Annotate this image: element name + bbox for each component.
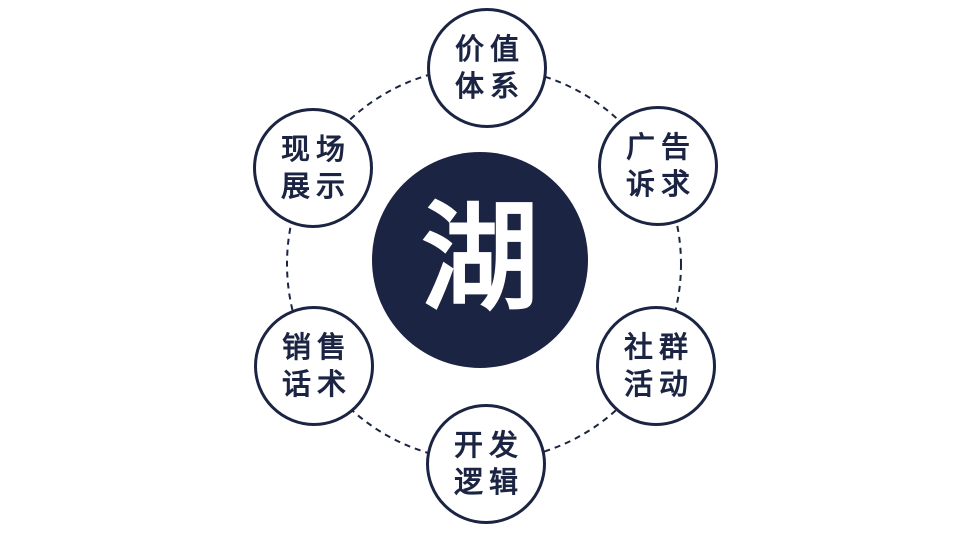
node-label-line: 销售 (281, 330, 352, 364)
node-ad-appeal: 广告 诉求 (598, 106, 718, 226)
node-label-line: 诉求 (625, 167, 696, 201)
node-value-system: 价值 体系 (427, 8, 547, 128)
node-label-line: 广告 (625, 130, 696, 164)
node-label-line: 活动 (623, 367, 694, 401)
node-label-line: 社群 (623, 330, 694, 364)
node-community-activity: 社群 活动 (596, 306, 716, 426)
node-label-line: 体系 (454, 69, 525, 103)
node-hub-lake: 湖 (372, 152, 588, 368)
node-label-line: 展示 (280, 169, 351, 203)
node-dev-logic: 开发 逻辑 (426, 404, 546, 524)
node-sales-script: 销售 话术 (254, 306, 374, 426)
node-label-line: 价值 (454, 32, 525, 66)
node-label-line: 现场 (280, 132, 351, 166)
node-label-line: 开发 (453, 428, 524, 462)
node-label-line: 逻辑 (453, 465, 524, 499)
hub-label: 湖 (420, 188, 539, 327)
node-label-line: 话术 (281, 367, 352, 401)
node-site-display: 现场 展示 (253, 108, 373, 228)
